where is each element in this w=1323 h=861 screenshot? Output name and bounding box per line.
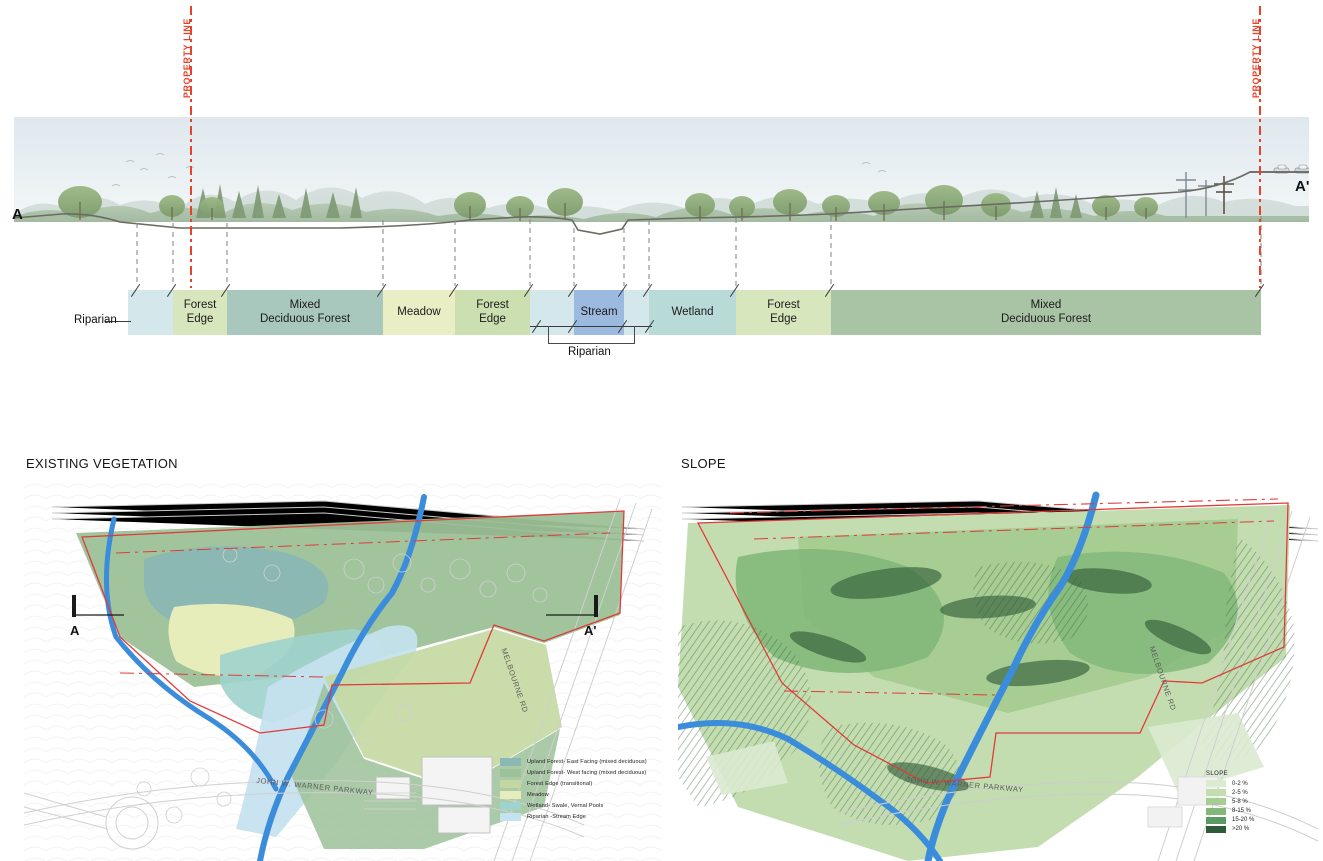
riparian-bracket-top (530, 326, 652, 327)
band-tick (729, 284, 742, 297)
slope-plan-title: SLOPE (681, 456, 726, 471)
vegetation-plan: A A' JOHN W. WARNER PARKWAY MELBOURNE RD… (24, 477, 662, 861)
section-illustration (13, 153, 1309, 235)
band-tick (220, 284, 233, 297)
legend-swatch (1206, 807, 1226, 815)
legend-swatch (500, 758, 521, 766)
riparian-label-center: Riparian (568, 346, 611, 358)
slope-plan-graphic (678, 477, 1323, 861)
legend-label: Upland Forest- East Facing (mixed decidu… (527, 759, 647, 765)
legend-item: Forest Edge (transitional) (500, 780, 647, 789)
legend-item: 8-15 % (1206, 807, 1254, 815)
legend-item: 0-2 % (1206, 780, 1254, 787)
property-line-right (1259, 6, 1261, 288)
legend-label: Meadow (527, 792, 549, 799)
property-line-label-left: PROPERTY LINE (182, 18, 192, 99)
legend-label: Riparian -Stream Edge (527, 814, 586, 821)
legend-item: Riparian -Stream Edge (500, 813, 647, 822)
legend-label: Upland Forest- West facing (mixed decidu… (527, 770, 647, 777)
legend-swatch (1206, 816, 1226, 824)
legend-label: 2-5 % (1232, 789, 1248, 796)
band-tick (531, 320, 544, 333)
riparian-bracket (548, 326, 635, 344)
band-tick (617, 320, 630, 333)
legend-item: Upland Forest- East Facing (mixed decidu… (500, 758, 647, 766)
legend-label: Wetland- Swale, Vernal Pools (527, 803, 604, 810)
legend-item: Wetland- Swale, Vernal Pools (500, 802, 647, 811)
band-label: Stream (580, 305, 618, 318)
band-meadow: Meadow (383, 290, 455, 335)
section-marker-a-prime: A' (1295, 178, 1310, 195)
band-wetland: Wetland (649, 290, 736, 335)
band-tick (523, 284, 536, 297)
band-tick (567, 320, 580, 333)
legend-item: 15-20 % (1206, 816, 1255, 824)
legend-item: Upland Forest- West facing (mixed decidu… (500, 769, 647, 778)
band-tick (448, 284, 461, 297)
legend-label: >20 % (1232, 826, 1250, 833)
legend-label: 0-2 % (1232, 780, 1248, 787)
legend-swatch (500, 769, 521, 778)
legend-label: 15-20 % (1232, 817, 1255, 824)
legend-swatch (500, 813, 521, 822)
vegetation-legend: Upland Forest- East Facing (mixed decidu… (500, 758, 647, 825)
legend-item: >20 % (1206, 825, 1254, 833)
slope-legend: SLOPE 0-2 % 2-5 % 5-8 % 8-15 % 15-20 % >… (1206, 771, 1254, 835)
legend-swatch (500, 791, 521, 800)
vegetation-plan-title: EXISTING VEGETATION (26, 456, 178, 471)
property-line-label-right: PROPERTY LINE (1251, 18, 1261, 99)
riparian-leader-left (105, 321, 131, 322)
legend-swatch (1206, 789, 1226, 797)
legend-label: 5-8 % (1232, 798, 1248, 805)
band-tick (642, 284, 655, 297)
legend-swatch (1206, 780, 1226, 787)
band-tick (166, 284, 179, 297)
vegetation-plan-graphic: A A' (24, 477, 662, 861)
riparian-label-left: Riparian (74, 314, 117, 326)
band-label: Meadow (397, 305, 441, 318)
legend-item: Meadow (500, 791, 647, 800)
band-stream: Stream (574, 290, 624, 335)
section-marker-a: A (12, 206, 23, 223)
band-tick (567, 284, 580, 297)
projection-lines (136, 216, 1262, 286)
band-tick (1254, 284, 1267, 297)
legend-swatch (1206, 798, 1226, 806)
band-tick (376, 284, 389, 297)
svg-text:A: A (70, 623, 80, 638)
slope-legend-title: SLOPE (1206, 771, 1229, 777)
band-riparian-left (128, 290, 173, 335)
svg-text:A': A' (584, 623, 596, 638)
band-tick (130, 284, 143, 297)
band-tick (644, 320, 657, 333)
band-tick (617, 284, 630, 297)
legend-swatch (500, 802, 521, 811)
legend-item: 5-8 % (1206, 798, 1254, 806)
legend-item: 2-5 % (1206, 789, 1254, 797)
band-tick (824, 284, 837, 297)
legend-label: Forest Edge (transitional) (527, 781, 593, 788)
property-line-left (190, 6, 192, 288)
band-label: Wetland (671, 305, 714, 318)
slope-plan: JOHN W. WARNER PARKWAY MELBOURNE RD SLOP… (678, 477, 1323, 861)
legend-swatch (500, 780, 521, 789)
legend-label: 8-15 % (1232, 808, 1252, 815)
legend-swatch (1206, 825, 1226, 833)
